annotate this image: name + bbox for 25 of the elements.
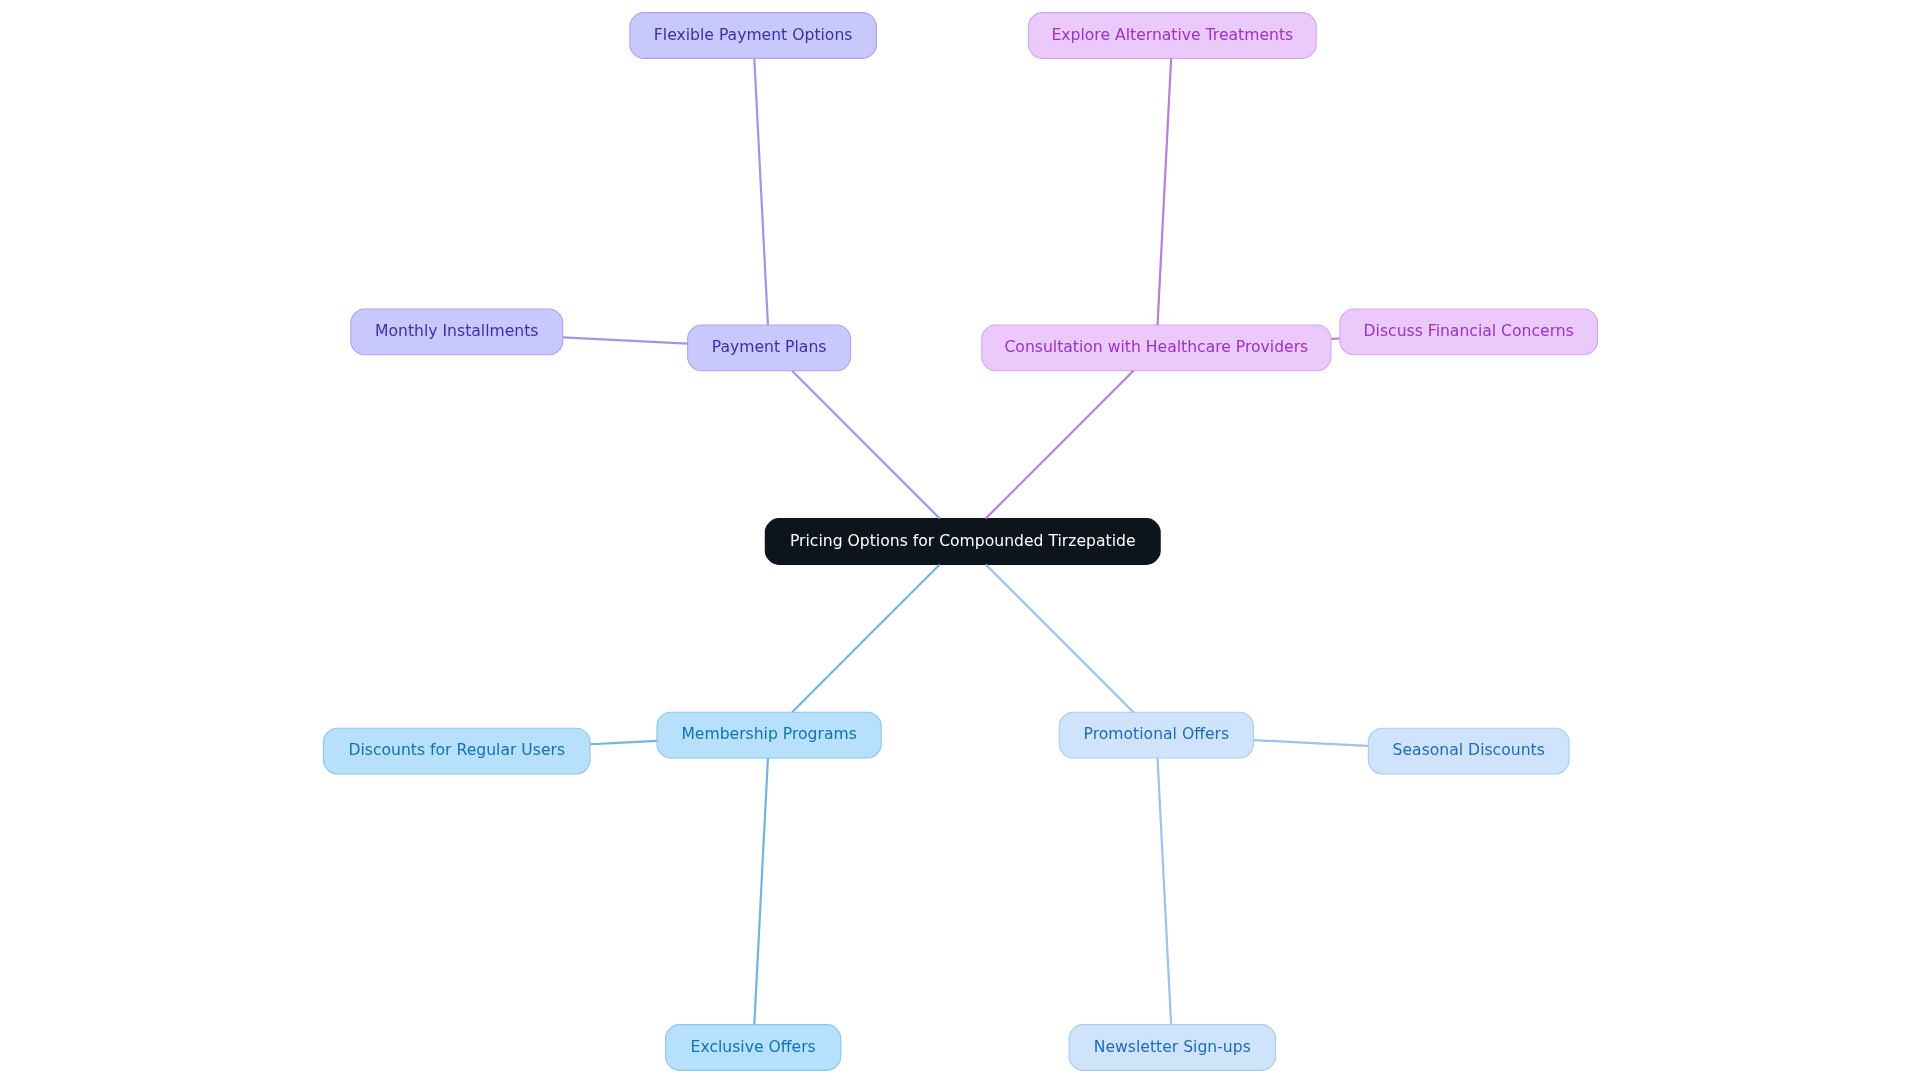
connector	[984, 563, 1134, 713]
node-box: Discounts for Regular Users	[322, 727, 591, 775]
connector	[589, 739, 657, 746]
node-box: Payment Plans	[686, 324, 851, 372]
node-box: Promotional Offers	[1058, 711, 1254, 759]
node-box: Exclusive Offers	[664, 1024, 841, 1071]
connector	[1155, 758, 1172, 1025]
connector	[790, 370, 941, 520]
connector	[984, 370, 1134, 520]
connector	[1252, 738, 1368, 748]
node-box: Membership Programs	[655, 711, 882, 759]
node-box: Newsletter Sign-ups	[1068, 1024, 1276, 1071]
connector	[1330, 337, 1340, 341]
connector	[562, 336, 687, 345]
node-box: Monthly Installments	[349, 308, 563, 356]
node-box: Flexible Payment Options	[628, 12, 877, 59]
node-box: Consultation with Healthcare Providers	[980, 324, 1331, 372]
node-box: Discuss Financial Concerns	[1338, 308, 1598, 356]
connector	[752, 758, 769, 1025]
node-box: Explore Alternative Treatments	[1027, 12, 1317, 59]
connector	[790, 563, 941, 713]
connector	[1155, 58, 1172, 325]
connector	[752, 58, 769, 325]
node-box: Pricing Options for Compounded Tirzepatide	[764, 518, 1161, 565]
node-box: Seasonal Discounts	[1367, 727, 1570, 775]
